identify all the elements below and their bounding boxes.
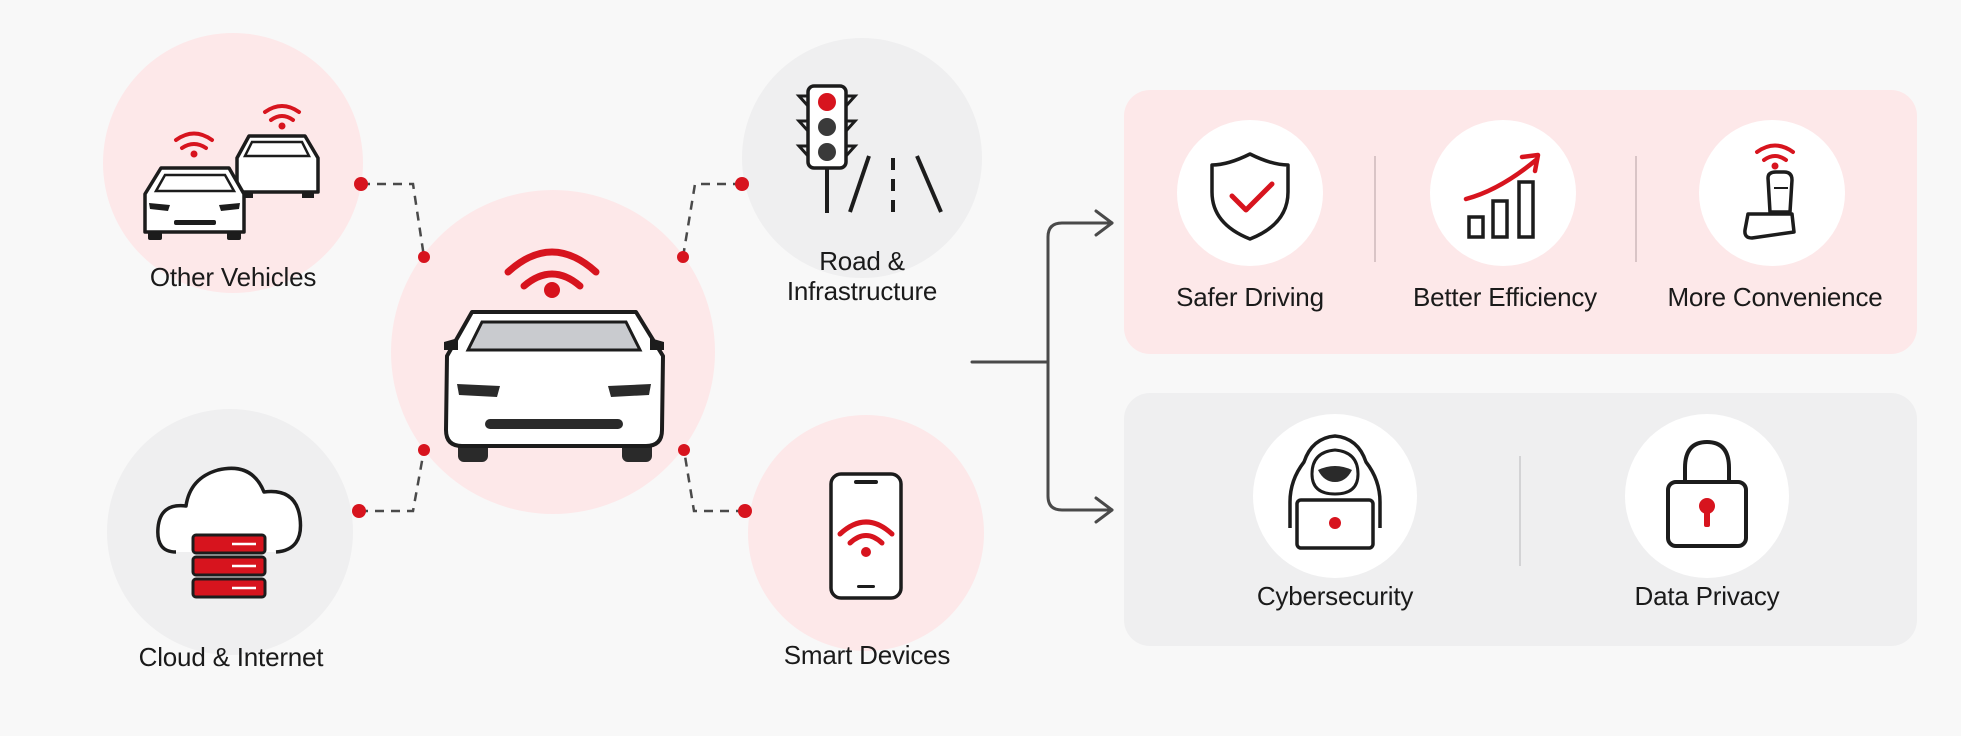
- risk-label-cybersecurity: Cybersecurity: [1256, 581, 1414, 611]
- cloud-internet-label: Cloud & Internet: [138, 642, 324, 672]
- smartphone-wifi-icon: [829, 472, 903, 600]
- connected-seat-icon: [1743, 143, 1796, 240]
- benefit-label-more-convenience: More Convenience: [1667, 282, 1883, 312]
- road-infrastructure-label: Road & Infrastructure: [786, 246, 938, 306]
- cloud-server-icon: [156, 466, 303, 599]
- dashed-connectors: [359, 182, 745, 513]
- rising-bar-chart-icon: [1463, 152, 1541, 239]
- shield-check-icon: [1210, 152, 1290, 241]
- connector-smart-devices: [682, 449, 745, 513]
- connector-other-vehicles: [361, 182, 426, 258]
- branch-arrow: [970, 209, 1114, 524]
- two-connected-cars-icon: [143, 104, 320, 240]
- smart-devices-label: Smart Devices: [783, 640, 951, 670]
- connector-dots: [352, 177, 752, 518]
- connector-road-infrastructure: [681, 182, 742, 258]
- central-car-icon: [444, 248, 665, 462]
- other-vehicles-label: Other Vehicles: [149, 262, 317, 292]
- connector-cloud-internet: [359, 449, 426, 513]
- padlock-icon: [1666, 439, 1748, 548]
- risk-label-data-privacy: Data Privacy: [1634, 581, 1780, 611]
- benefit-label-better-efficiency: Better Efficiency: [1413, 282, 1597, 312]
- hooded-hacker-laptop-icon: [1288, 434, 1382, 550]
- benefit-label-safer-driving: Safer Driving: [1176, 282, 1324, 312]
- traffic-light-road-icon: [795, 84, 943, 213]
